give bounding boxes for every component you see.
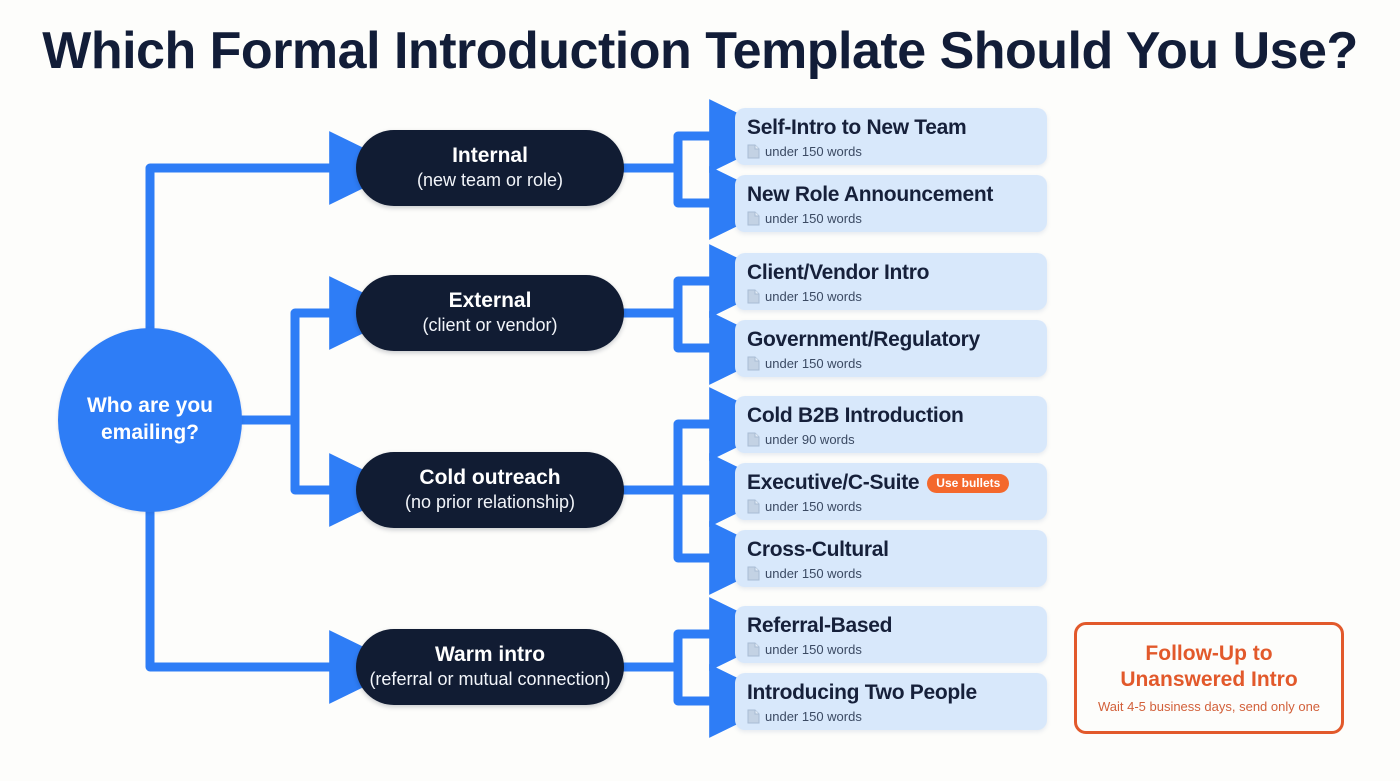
template-name: Executive/C-Suite (747, 470, 920, 494)
page-title: Which Formal Introduction Template Shoul… (42, 22, 1358, 80)
template-card[interactable]: New Role Announcement under 150 words (735, 175, 1047, 232)
template-card-header: New Role Announcement (747, 181, 1035, 209)
template-card-meta: under 150 words (747, 144, 1035, 159)
category-node-internal[interactable]: Internal (new team or role) (356, 130, 624, 206)
template-name: Self-Intro to New Team (747, 115, 967, 139)
document-icon (747, 642, 760, 657)
edge-root-to-internal (145, 131, 405, 333)
template-word-limit: under 150 words (765, 144, 862, 159)
template-card[interactable]: Introducing Two People under 150 words (735, 673, 1047, 730)
status-badge: Use bullets (927, 473, 1010, 493)
template-card[interactable]: Self-Intro to New Team under 150 words (735, 108, 1047, 165)
document-icon (747, 211, 760, 226)
template-word-limit: under 150 words (765, 211, 862, 226)
followup-title-line-2: Unanswered Intro (1120, 668, 1298, 692)
document-icon (747, 566, 760, 581)
category-subtitle: (no prior relationship) (404, 491, 576, 512)
edge-cold-card-0 (673, 387, 785, 495)
template-word-limit: under 150 words (765, 289, 862, 304)
edge-internal-card-0 (673, 99, 785, 173)
edge-root-to-warm (145, 507, 405, 704)
followup-subtitle: Wait 4-5 business days, send only one (1097, 699, 1321, 715)
document-icon (747, 432, 760, 447)
template-card-header: Executive/C-Suite Use bullets (747, 469, 1035, 497)
document-icon (747, 144, 760, 159)
document-icon (747, 289, 760, 304)
followup-title: Follow-Up to Unanswered Intro (1120, 641, 1297, 693)
edge-root-to-external (290, 276, 405, 425)
template-card-header: Self-Intro to New Team (747, 114, 1035, 142)
root-label-line-1: Who are you (86, 394, 213, 418)
template-card[interactable]: Cross-Cultural under 150 words (735, 530, 1047, 587)
category-title: Warm intro (434, 643, 546, 667)
template-card-meta: under 150 words (747, 709, 1035, 724)
template-card-meta: under 90 words (747, 432, 1035, 447)
template-name: Referral-Based (747, 613, 893, 637)
template-card-meta: under 150 words (747, 289, 1035, 304)
template-name: Cross-Cultural (747, 537, 889, 561)
edge-external-card-1 (673, 308, 785, 385)
category-node-external[interactable]: External (client or vendor) (356, 275, 624, 351)
template-card[interactable]: Government/Regulatory under 150 words (735, 320, 1047, 377)
template-card[interactable]: Referral-Based under 150 words (735, 606, 1047, 663)
edge-warm-card-1 (673, 662, 785, 738)
template-name: Cold B2B Introduction (747, 403, 964, 427)
template-name: New Role Announcement (747, 182, 994, 206)
template-word-limit: under 150 words (765, 709, 862, 724)
category-title: Cold outreach (419, 466, 561, 490)
template-word-limit: under 150 words (765, 642, 862, 657)
root-label-line-2: emailing? (100, 421, 200, 444)
template-card[interactable]: Cold B2B Introduction under 90 words (735, 396, 1047, 453)
edge-warm-card-0 (673, 597, 785, 672)
edge-internal-card-1 (673, 163, 785, 240)
template-card-meta: under 150 words (747, 566, 1035, 581)
document-icon (747, 709, 760, 724)
root-decision-node[interactable]: Who are you emailing? (58, 328, 242, 512)
template-card-header: Referral-Based (747, 612, 1035, 640)
template-card-meta: under 150 words (747, 642, 1035, 657)
template-card-header: Introducing Two People (747, 679, 1035, 707)
template-card-header: Cross-Cultural (747, 536, 1035, 564)
template-name: Client/Vendor Intro (747, 260, 930, 284)
template-card[interactable]: Client/Vendor Intro under 150 words (735, 253, 1047, 310)
category-subtitle: (new team or role) (416, 169, 564, 190)
template-word-limit: under 90 words (765, 432, 855, 447)
template-word-limit: under 150 words (765, 356, 862, 371)
category-node-cold-outreach[interactable]: Cold outreach (no prior relationship) (356, 452, 624, 528)
document-icon (747, 356, 760, 371)
template-card-meta: under 150 words (747, 211, 1035, 226)
followup-callout[interactable]: Follow-Up to Unanswered Intro Wait 4-5 b… (1074, 622, 1344, 734)
template-card-header: Government/Regulatory (747, 326, 1035, 354)
category-title: External (448, 289, 532, 313)
template-card-header: Client/Vendor Intro (747, 259, 1035, 287)
edge-external-card-0 (673, 244, 785, 318)
category-node-warm-intro[interactable]: Warm intro (referral or mutual connectio… (356, 629, 624, 705)
followup-title-line-1: Follow-Up to (1145, 642, 1273, 666)
template-card-meta: under 150 words (747, 356, 1035, 371)
edge-cold-card-2 (673, 485, 785, 595)
category-subtitle: (client or vendor) (422, 314, 558, 335)
category-subtitle: (referral or mutual connection) (369, 668, 611, 689)
category-title: Internal (452, 144, 528, 168)
edge-root-to-cold (290, 415, 405, 527)
document-icon (747, 499, 760, 514)
template-name: Government/Regulatory (747, 327, 980, 351)
template-card-header: Cold B2B Introduction (747, 402, 1035, 430)
template-word-limit: under 150 words (765, 566, 862, 581)
template-card[interactable]: Executive/C-Suite Use bullets under 150 … (735, 463, 1047, 520)
template-word-limit: under 150 words (765, 499, 862, 514)
template-name: Introducing Two People (747, 680, 977, 704)
template-card-meta: under 150 words (747, 499, 1035, 514)
